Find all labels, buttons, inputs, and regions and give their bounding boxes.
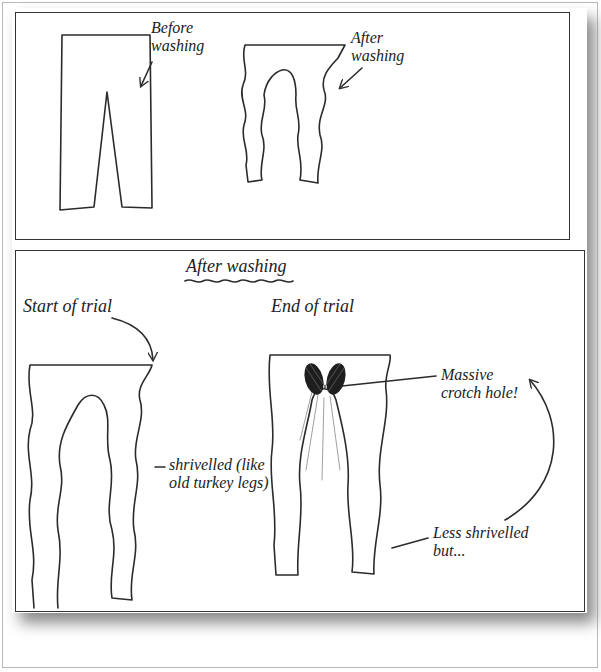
crotch-wear-lines	[300, 392, 340, 480]
handwritten-note: Before washing	[151, 19, 221, 55]
handwritten-note: shrivelled (like old turkey legs)	[169, 456, 284, 492]
leader-line	[342, 376, 436, 386]
dash-mark	[155, 466, 165, 468]
trousers-start-trial	[28, 365, 152, 608]
leader-line	[392, 538, 428, 548]
handwritten-note: After washing	[351, 29, 423, 65]
trousers-after	[242, 45, 345, 183]
crotch-hole	[301, 361, 349, 397]
curved-arrow	[505, 380, 554, 520]
sketch-panel: Before washing After washing	[15, 12, 570, 240]
trousers-end-trial	[269, 355, 390, 575]
leader-arrow	[141, 62, 152, 86]
handwritten-note: Massive crotch hole!	[441, 366, 531, 402]
handwritten-note: After washing	[186, 256, 316, 276]
trousers-before	[60, 35, 152, 210]
sketch-panel: After washingStart of trial End of trial s…	[15, 250, 585, 612]
leader-arrow	[112, 318, 153, 360]
wavy-underline	[185, 280, 293, 282]
handwritten-note: Less shrivelled but...	[433, 524, 548, 560]
leader-arrow	[340, 68, 362, 88]
handwritten-note: End of trial	[271, 296, 421, 316]
handwritten-note: Start of trial	[23, 296, 173, 316]
